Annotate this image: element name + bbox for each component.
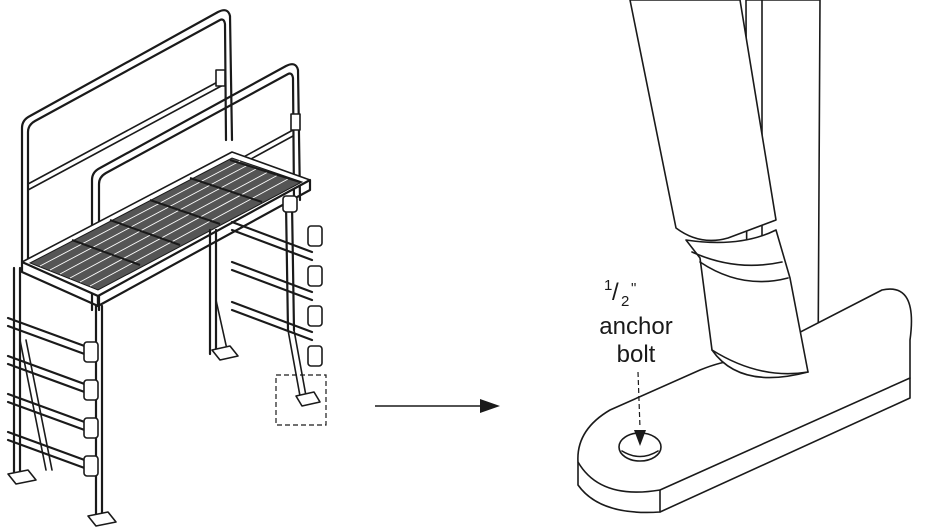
left-ladder-brackets: [83, 341, 99, 477]
foot-detail-drawing: 1 / 2 " anchor bolt: [577, 0, 913, 514]
annotation-line-anchor: anchor: [599, 313, 672, 340]
detail-callout-box: [275, 374, 327, 426]
annotation-size-unit: ": [631, 280, 636, 297]
grating-deck: [20, 151, 312, 308]
right-ladder-foot-front: [295, 391, 321, 407]
angled-leg: [629, 0, 809, 379]
left-ladder-foot-2: [87, 511, 117, 527]
left-ladder: [6, 266, 117, 527]
annotation-size-slash: /: [612, 279, 619, 306]
annotation-leader-line: [637, 371, 641, 429]
right-ladder-rungs: [230, 220, 314, 342]
right-ladder-foot-back: [211, 345, 239, 361]
right-ladder-brackets: [282, 195, 323, 367]
annotation-leader-arrowhead: [634, 430, 646, 446]
base-plate: [577, 288, 913, 514]
left-ladder-rungs: [6, 316, 92, 472]
annotation-size-numerator: 1: [604, 277, 612, 294]
back-handrail: [20, 9, 234, 264]
annotation-line-bolt: bolt: [617, 341, 656, 368]
platform-drawing: [6, 9, 327, 527]
anchor-bolt-callout: 1 / 2 " anchor bolt: [599, 277, 673, 446]
annotation-size-denominator: 2: [621, 293, 629, 310]
detail-arrow: [375, 399, 500, 413]
left-ladder-foot-1: [7, 469, 37, 485]
right-ladder: [208, 195, 323, 407]
